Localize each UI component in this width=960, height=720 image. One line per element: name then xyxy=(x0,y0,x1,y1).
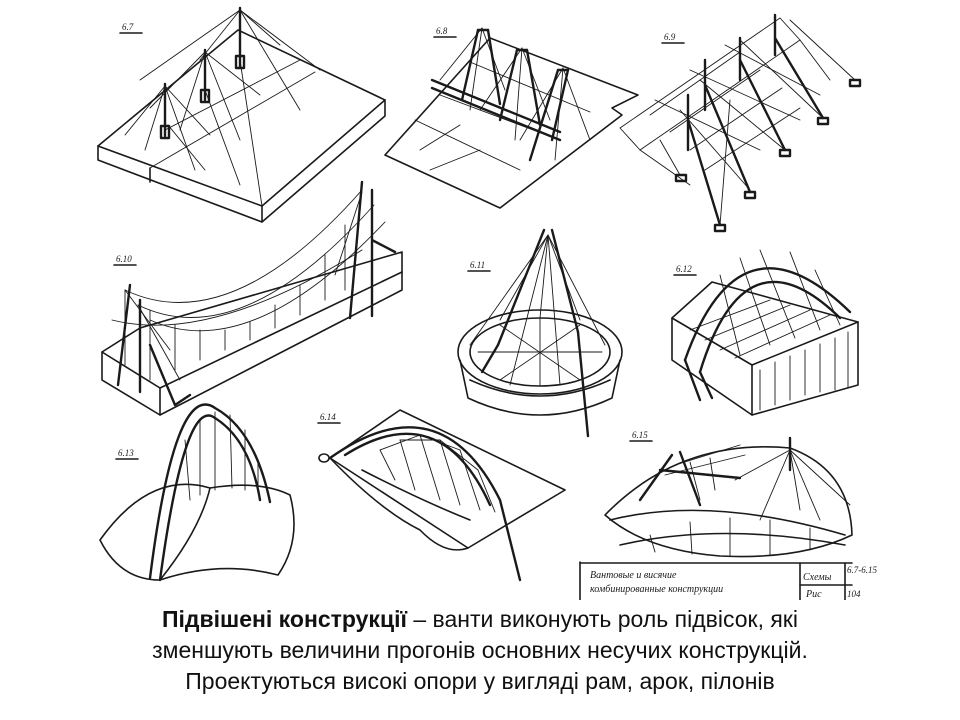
scheme-label-6-11: 6.11 xyxy=(470,260,485,270)
stamp-title-line2: комбинированные конструкции xyxy=(590,584,723,595)
scheme-6-13: 6.13 xyxy=(99,403,295,582)
scheme-label-6-7: 6.7 xyxy=(122,22,134,32)
scheme-6-9: 6.9 xyxy=(619,13,862,233)
scheme-label-6-9: 6.9 xyxy=(664,32,676,42)
caption-line-3: Проектуються високі опори у вигляді рам,… xyxy=(185,668,775,694)
scheme-6-15: 6.15 xyxy=(604,430,853,558)
scheme-6-8: 6.8 xyxy=(384,26,639,209)
caption-term: Підвішені конструкції xyxy=(162,606,407,632)
scheme-6-7: 6.7 xyxy=(97,6,386,223)
title-block: Вантовые и висячие комбинированные конст… xyxy=(579,561,877,600)
stamp-cell-fig: Рис xyxy=(805,589,822,600)
scheme-6-10: 6.10 xyxy=(101,180,403,416)
caption-line-2: зменшують величини прогонів основних нес… xyxy=(152,637,808,663)
caption: Підвішені конструкції – ванти виконують … xyxy=(0,604,960,697)
scheme-label-6-15: 6.15 xyxy=(632,430,648,440)
stamp-cell-num: 104 xyxy=(847,589,861,599)
scheme-label-6-8: 6.8 xyxy=(436,26,448,36)
stamp-cell-range: 6.7-6.15 xyxy=(847,565,877,575)
scheme-label-6-12: 6.12 xyxy=(676,264,692,274)
scheme-6-12: 6.12 xyxy=(671,249,859,416)
scheme-label-6-13: 6.13 xyxy=(118,448,134,458)
structures-drawing: 6.7 xyxy=(97,6,877,600)
caption-line-1-rest: – ванти виконують роль підвісок, які xyxy=(406,606,798,632)
scheme-6-14: 6.14 xyxy=(317,409,566,582)
stamp-cell-schemes: Схемы xyxy=(803,572,832,583)
scheme-label-6-14: 6.14 xyxy=(320,412,336,422)
scheme-6-11: 6.11 xyxy=(457,228,623,438)
caption-line-1: Підвішені конструкції – ванти виконують … xyxy=(0,604,960,635)
stamp-title-line1: Вантовые и висячие xyxy=(590,570,677,581)
scheme-label-6-10: 6.10 xyxy=(116,254,132,264)
